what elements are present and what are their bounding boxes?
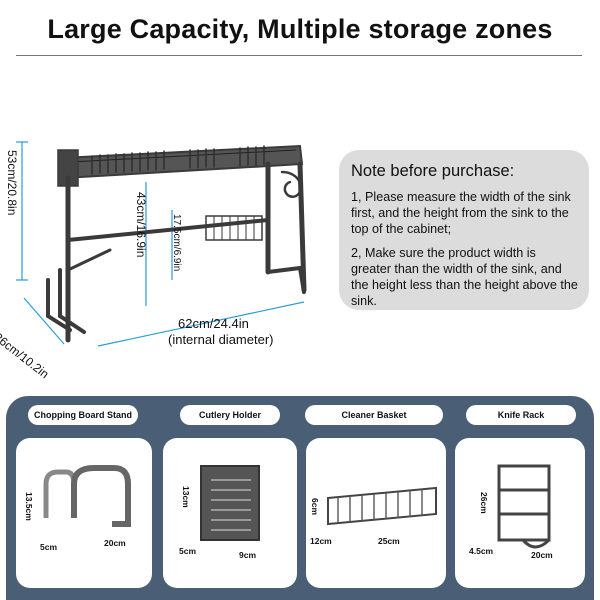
purchase-note: Note before purchase: 1, Please measure … <box>339 150 589 310</box>
rack-inner-height-label: 43cm/16.9in <box>134 192 148 258</box>
basket-depth: 12cm <box>310 536 332 546</box>
card-chopping-board-stand: 13.5cm 5cm 20cm <box>16 438 152 588</box>
note-paragraph-1: 1, Please measure the width of the sink … <box>351 190 571 236</box>
cutlery-holder-icon <box>200 465 260 541</box>
cutlery-width: 9cm <box>239 550 257 560</box>
board-width: 20cm <box>104 538 126 548</box>
rack-height-label: 53cm/20.8in <box>5 150 19 216</box>
tab-knife-rack: Knife Rack <box>466 405 576 425</box>
cleaner-basket-icon <box>327 486 437 526</box>
basket-width: 25cm <box>378 536 400 546</box>
rack-width-note: (internal diameter) <box>168 332 274 347</box>
knife-rack-icon <box>497 464 551 549</box>
cutlery-height: 13cm <box>181 486 191 508</box>
basket-height: 6cm <box>310 498 320 516</box>
card-cleaner-basket: 6cm 12cm 25cm <box>306 438 446 588</box>
rack-frame <box>46 144 307 343</box>
knife-rack-height: 26cm <box>479 492 489 514</box>
board-height: 13.5cm <box>24 492 34 521</box>
card-knife-rack: 26cm 4.5cm 20cm <box>455 438 585 588</box>
dimension-lines <box>16 141 305 347</box>
knife-rack-depth: 4.5cm <box>469 546 494 556</box>
tab-chopping-board-stand: Chopping Board Stand <box>28 405 138 425</box>
card-cutlery-holder: 13cm 5cm 9cm <box>163 438 297 588</box>
chopping-board-stand-icon <box>43 465 131 527</box>
cutlery-depth: 5cm <box>179 546 197 556</box>
title-divider <box>16 55 582 56</box>
basket-height-label: 17.5cm/6.9in <box>171 214 182 272</box>
knife-rack-width: 20cm <box>531 550 553 560</box>
dish-rack-illustration <box>16 141 307 347</box>
board-depth: 5cm <box>40 542 58 552</box>
page-title: Large Capacity, Multiple storage zones <box>47 14 553 44</box>
note-paragraph-2: 2, Make sure the product width is greate… <box>351 246 578 308</box>
rack-width-label: 62cm/24.4in <box>178 316 249 331</box>
note-title: Note before purchase: <box>351 162 515 180</box>
tab-cutlery-holder: Cutlery Holder <box>180 405 280 425</box>
tab-cleaner-basket: Cleaner Basket <box>305 405 443 425</box>
